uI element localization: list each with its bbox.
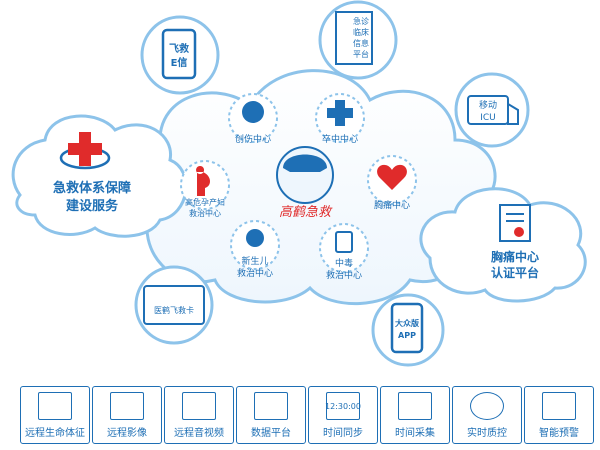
center-poisoning-line-1: 中毒 [335,257,353,269]
right-cloud-line-1: 胸痛中心 [491,249,539,264]
satellite-feijiu-exin[interactable]: 飞救 E信 [140,15,220,95]
left-cloud: 急救体系保障 建设服务 [11,114,188,238]
satellite-mobile-icu[interactable]: 移动 ICU [454,72,530,148]
right-cloud-line-2: 认证平台 [491,265,539,280]
tile-realtime-qc[interactable]: 实时质控 [452,386,522,444]
satellite-ec-line-2: 临床 [353,27,369,37]
logo-text: 高鹤急救 [279,205,333,220]
central-logo: 高鹤急救 [276,146,334,220]
satellite-ec-line-3: 信息 [353,38,369,48]
heart-pulse-icon [377,164,407,190]
database-icon [254,392,288,420]
center-neonatal-line-2: 救治中心 [237,267,273,279]
satellite-ec-line-1: 急诊 [353,16,369,26]
satellite-ec-line-4: 平台 [353,49,369,59]
medical-cross-icon [327,100,353,126]
satellite-rescue-card[interactable]: 医鹤飞救卡 [134,265,214,345]
wristband-icon [398,392,432,420]
phone-icon [161,28,197,80]
emergency-cross-icon [59,132,111,170]
center-chest-pain-label: 胸痛中心 [374,199,410,211]
left-cloud-line-1: 急救体系保障 [53,180,131,196]
globe-icon [470,392,504,420]
center-high-risk-maternal[interactable]: 高危孕产妇 救治中心 [180,160,230,218]
center-poisoning-line-2: 救治中心 [326,269,362,281]
tile-data-platform[interactable]: 数据平台 [236,386,306,444]
center-neonatal[interactable]: 新生儿 救治中心 [230,220,280,279]
poison-bottle-icon [335,231,353,253]
clock-display-text: 12:30:00 [325,401,361,411]
tile-remote-vitals[interactable]: 远程生命体征 [20,386,90,444]
center-chest-pain[interactable]: 胸痛中心 [367,155,417,211]
center-stroke-label: 卒中中心 [322,133,358,145]
center-stroke[interactable]: 卒中中心 [315,93,365,145]
center-trauma[interactable]: 创伤中心 [228,93,278,145]
clock-display-icon: 12:30:00 [325,392,361,420]
satellite-feijiu-line-1: 飞救 [169,42,189,55]
phone-icon [390,302,424,354]
satellite-card-label: 医鹤飞救卡 [154,305,194,315]
tile-label: 数据平台 [251,428,291,439]
right-cloud: 胸痛中心 认证平台 [419,187,587,303]
satellite-emergency-clinical[interactable]: 急诊 临床 信息 平台 [318,0,398,80]
satellite-app-line-1: 大众版 [395,318,419,328]
warning-icon [542,392,576,420]
baby-icon [246,229,264,247]
tile-label: 远程影像 [107,428,147,439]
center-maternal-line-2: 救治中心 [189,208,221,218]
tile-label: 智能预警 [539,428,579,439]
center-neonatal-line-1: 新生儿 [241,255,268,267]
satellite-icu-line-1: 移动 [479,99,497,111]
center-poisoning[interactable]: 中毒 救治中心 [319,223,369,281]
brain-scan-icon [110,392,144,420]
tile-time-collection[interactable]: 时间采集 [380,386,450,444]
certificate-icon [499,204,531,242]
card-icon [143,285,205,325]
satellite-app-line-2: APP [398,331,416,340]
satellite-icu-line-2: ICU [480,113,496,123]
center-maternal-line-1: 高危孕产妇 [185,197,225,207]
tile-remote-av[interactable]: 远程音视频 [164,386,234,444]
tile-label: 远程音视频 [174,428,224,439]
video-grid-icon [182,392,216,420]
center-trauma-label: 创伤中心 [235,133,271,145]
tile-time-sync[interactable]: 12:30:00 时间同步 [308,386,378,444]
tile-label: 实时质控 [467,428,507,439]
tile-label: 远程生命体征 [25,428,85,439]
injured-person-icon [242,101,264,123]
tile-remote-imaging[interactable]: 远程影像 [92,386,162,444]
monitor-icon [38,392,72,420]
tile-label: 时间采集 [395,428,435,439]
satellite-public-app[interactable]: 大众版 APP [371,293,445,367]
pregnant-woman-icon [196,166,211,196]
satellite-feijiu-line-2: E信 [171,56,188,69]
tile-label: 时间同步 [323,428,363,439]
tile-smart-alert[interactable]: 智能预警 [524,386,594,444]
left-cloud-line-2: 建设服务 [66,198,119,214]
document-icon [335,11,373,65]
